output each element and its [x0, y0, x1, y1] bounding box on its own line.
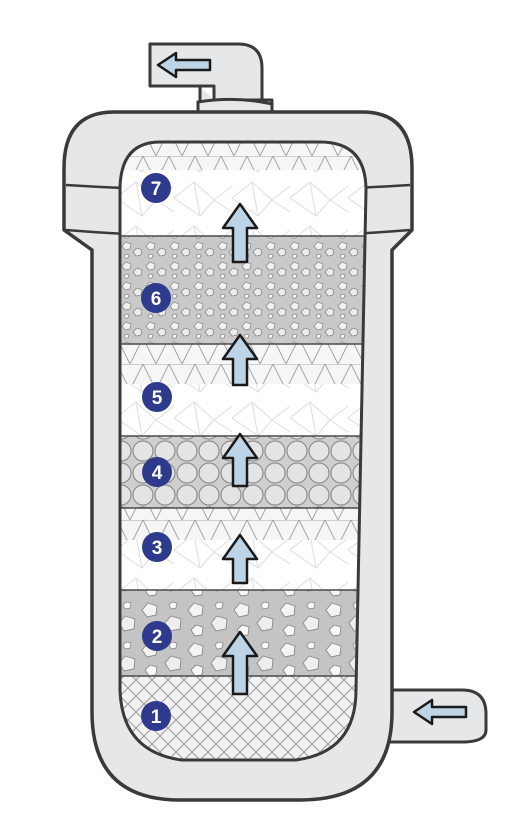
- layer-number: 4: [152, 463, 163, 484]
- badge-circle: [142, 457, 172, 487]
- layer-number-badge: 1: [141, 701, 171, 731]
- layer-number-badge: 7: [141, 173, 171, 203]
- flow-up-arrow-icon: [221, 630, 259, 696]
- outlet-arrow-icon: [156, 51, 212, 79]
- flow-arrows: [221, 202, 259, 696]
- inlet-pipe: [378, 688, 488, 744]
- flow-up-arrow-icon: [221, 432, 259, 488]
- layer-number: 3: [152, 538, 163, 559]
- layer-badges: 1 2 3 4 5 6 7: [141, 173, 172, 731]
- layer-number-badge: 6: [141, 283, 171, 313]
- badge-circle: [142, 532, 172, 562]
- badge-circle: [141, 701, 171, 731]
- layer-number: 1: [151, 707, 162, 728]
- badge-circle: [141, 173, 171, 203]
- layer-number-badge: 2: [142, 621, 172, 651]
- outlet-pipe: [148, 42, 274, 120]
- layer-7-support: [120, 142, 366, 170]
- badge-circle: [142, 382, 172, 412]
- layer-number-badge: 5: [142, 382, 172, 412]
- layer-number-badge: 3: [142, 532, 172, 562]
- flow-up-arrow-icon: [221, 202, 259, 264]
- badge-circle: [141, 283, 171, 313]
- layer-number: 2: [152, 627, 163, 648]
- layer-number: 5: [152, 388, 163, 409]
- layer-number: 7: [151, 179, 162, 200]
- layer-number-badge: 4: [142, 457, 172, 487]
- layer-number: 6: [151, 289, 162, 310]
- flow-up-arrow-icon: [221, 533, 259, 585]
- badge-circle: [142, 621, 172, 651]
- media-bed: [120, 142, 366, 760]
- inlet-arrow-icon: [412, 698, 468, 726]
- flow-up-arrow-icon: [221, 333, 259, 387]
